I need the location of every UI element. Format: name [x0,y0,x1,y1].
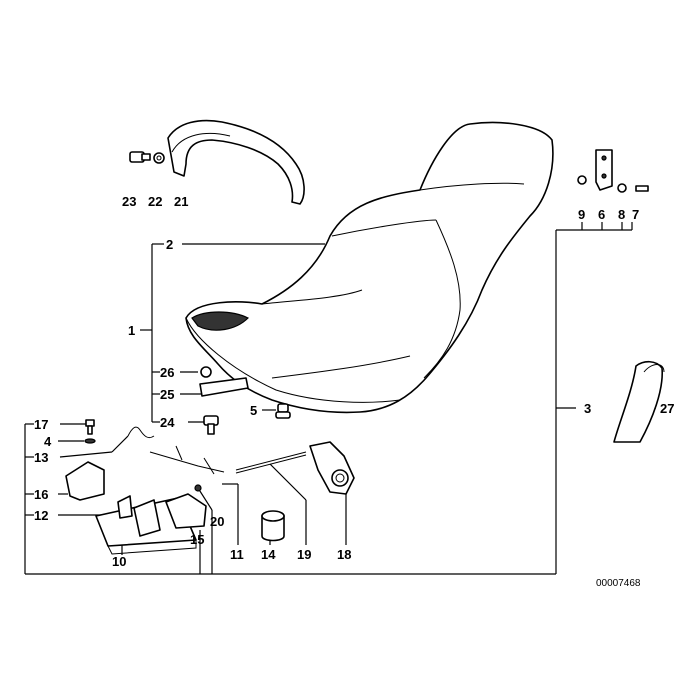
seat-lock [309,441,355,495]
rubber-buffer [275,403,291,419]
callout-13: 13 [34,450,48,465]
callout-16: 16 [34,487,48,502]
callout-6: 6 [598,207,605,222]
callout-26: 26 [160,365,174,380]
callout-1: 1 [128,323,135,338]
small-hardware-left [84,419,155,444]
callout-labels: 23 22 21 2 1 26 25 24 5 17 4 13 16 12 20… [34,194,674,589]
callout-18: 18 [337,547,351,562]
grab-handle [167,119,305,205]
callout-25: 25 [160,387,174,402]
callout-10: 10 [112,554,126,569]
callout-7: 7 [632,207,639,222]
callout-2: 2 [166,237,173,252]
callout-5: 5 [250,403,257,418]
seat-mount-hardware [199,366,249,435]
callout-19: 19 [297,547,311,562]
callout-20: 20 [210,514,224,529]
callout-14: 14 [261,547,276,562]
right-bracket-parts [577,149,649,193]
leader-lines [24,222,656,575]
callout-15: 15 [190,532,204,547]
callout-12: 12 [34,508,48,523]
rubber-bush [261,510,285,542]
callout-11: 11 [230,547,244,562]
lock-cable [235,451,307,474]
seat [185,121,554,414]
callout-17: 17 [34,417,48,432]
callout-27: 27 [660,401,674,416]
callout-23: 23 [122,194,136,209]
bolt-and-washer-top-left [129,151,165,164]
release-rod [149,445,225,492]
lock-base-assembly [65,461,207,555]
callout-4: 4 [44,434,52,449]
callout-3: 3 [584,401,591,416]
callout-24: 24 [160,415,175,430]
callout-21: 21 [174,194,188,209]
callout-9: 9 [578,207,585,222]
callout-8: 8 [618,207,625,222]
reference-number: 00007468 [596,578,641,589]
strap [613,360,665,443]
callout-22: 22 [148,194,162,209]
